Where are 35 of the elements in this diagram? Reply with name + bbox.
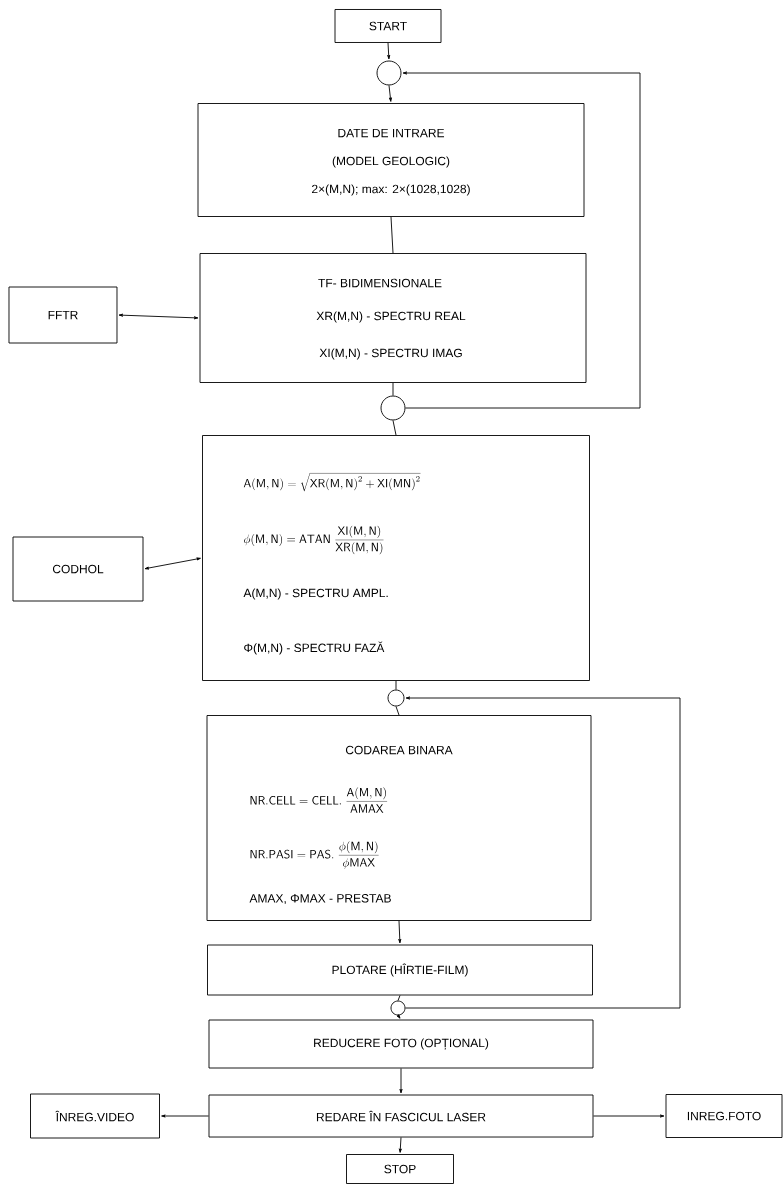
- arrow: [398, 1137, 402, 1153]
- arrow: [118, 313, 199, 320]
- process-box: INREG.FOTO: [665, 1094, 783, 1138]
- junction-circle: [380, 395, 406, 421]
- arrow: [396, 1014, 401, 1019]
- connector-line: [395, 680, 397, 690]
- process-box: FFTR: [8, 286, 118, 344]
- process-box: DATE DE INTRARE (MODEL GEOLOGIC) 2×(M,N); max: 2×(1028,1028): [197, 103, 585, 217]
- process-box: $\mathsf{A(M,N)}=\sqrt{\mathsf{XR(M,N)}^{2}+\mathsf{XI(MN)}^{2}}$ $\phi\mathsf{(M,N)}=\mathsf{ATAN}\;\frac{\mathsf{XI(M,N)}}{\mathsf{XR(M,N)}}$ A(M,N) - SPECTRU AMPL. Φ(M,N) - SPECTRU FAZĂ: [202, 435, 590, 681]
- arrow: [161, 1114, 209, 1118]
- process-box: STOP: [346, 1154, 454, 1184]
- process-box: CODAREA BINARA $\mathsf{NR.CELL}=\mathsf{CELL.}\;\frac{\mathsf{A(M,N)}}{\mathsf{AMAX}}$ $\mathsf{NR.PASI}=\mathsf{PAS.}\;\frac{\phi\mathsf{(M,N)}}{\phi\mathsf{MAX}}$ AMAX, ΦMAX - PRESTAB: [206, 715, 592, 921]
- arrow: [593, 1114, 665, 1118]
- process-box: TF- BIDIMENSIONALE XR(M,N) - SPECTRU REAL XI(M,N) - SPECTRU IMAG: [199, 253, 587, 383]
- arrow: [398, 920, 402, 944]
- junction-circle: [387, 689, 405, 707]
- process-box: REDARE ÎN FASCICUL LASER: [208, 1094, 594, 1138]
- junction-circle: [390, 1000, 406, 1016]
- connector-line: [390, 216, 394, 254]
- arrow: [399, 1068, 403, 1094]
- connector-line: [392, 420, 397, 436]
- arrow: [144, 557, 201, 570]
- process-box: START: [334, 9, 442, 43]
- process-box: ÎNREG.VIDEO: [30, 1093, 160, 1139]
- arrow: [388, 85, 392, 102]
- process-box: REDUCERE FOTO (OPȚIONAL): [208, 1019, 594, 1069]
- connector-line: [395, 706, 400, 716]
- process-box: PLOTARE (HÎRTIE-FILM): [207, 944, 593, 996]
- connector-line: [397, 995, 401, 1001]
- arrow: [387, 42, 391, 60]
- arrow: [405, 696, 681, 1009]
- process-box: CODHOL: [12, 536, 144, 602]
- arrow: [402, 71, 641, 409]
- junction-circle: [376, 60, 402, 86]
- connector-line: [392, 382, 394, 396]
